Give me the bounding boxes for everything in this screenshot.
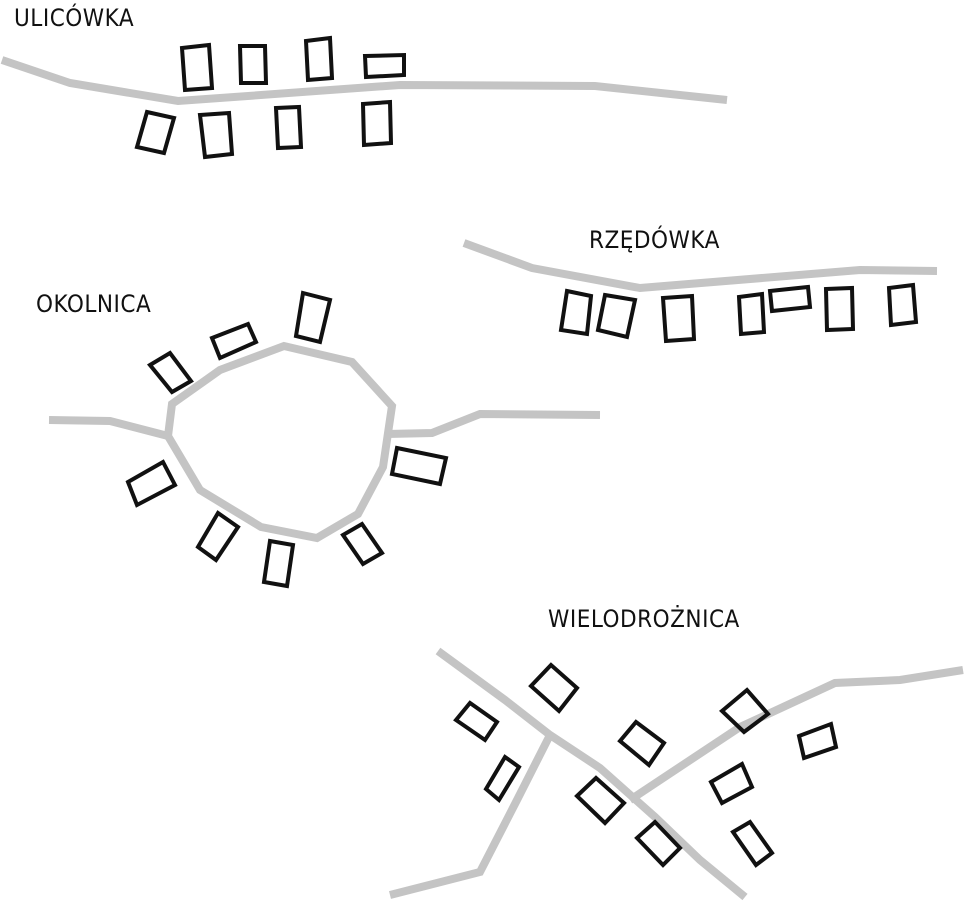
house [209, 321, 259, 361]
house [389, 445, 449, 487]
house [293, 290, 333, 345]
house [134, 109, 177, 156]
okolnica-west-road [48, 416, 170, 440]
house [719, 687, 771, 735]
okolnica-east-road [386, 409, 601, 438]
house [261, 538, 296, 589]
wielodroznica-road-northeast [627, 666, 964, 804]
house [595, 292, 638, 340]
house [362, 52, 406, 80]
house [736, 291, 767, 337]
house [528, 662, 580, 714]
house [558, 288, 594, 337]
wielodroznica-road-southwest [389, 733, 554, 899]
house [237, 44, 269, 85]
house [634, 819, 683, 868]
house [660, 293, 697, 344]
house [360, 99, 394, 148]
okolnica-group: OKOLNICA [36, 290, 601, 589]
house [574, 775, 627, 826]
wielodroznica-road-main [435, 647, 748, 901]
house [125, 459, 178, 508]
house [483, 754, 522, 804]
house [303, 35, 335, 83]
house [886, 282, 919, 328]
okolnica-ring-road [163, 341, 397, 543]
house [146, 350, 194, 395]
house [708, 761, 755, 806]
house [796, 721, 839, 761]
ulicowka-group: ULICÓWKA [0, 2, 728, 160]
house [730, 819, 775, 868]
house [767, 284, 813, 314]
house [340, 521, 385, 567]
rzedowka-label: RZĘDÓWKA [589, 224, 720, 254]
ulicowka-label: ULICÓWKA [14, 2, 134, 32]
rzedowka-road [462, 239, 938, 293]
house [197, 110, 235, 160]
house [179, 42, 215, 93]
okolnica-label: OKOLNICA [36, 290, 151, 318]
wielodroznica-label: WIELODROŻNICA [548, 604, 740, 633]
house [823, 285, 856, 333]
rzedowka-group: RZĘDÓWKA [462, 224, 938, 344]
house [453, 700, 500, 743]
house [617, 719, 667, 768]
ulicowka-road [0, 56, 728, 106]
house [195, 510, 241, 563]
wielodroznica-group: WIELODROŻNICA [389, 604, 964, 901]
house [273, 104, 304, 151]
